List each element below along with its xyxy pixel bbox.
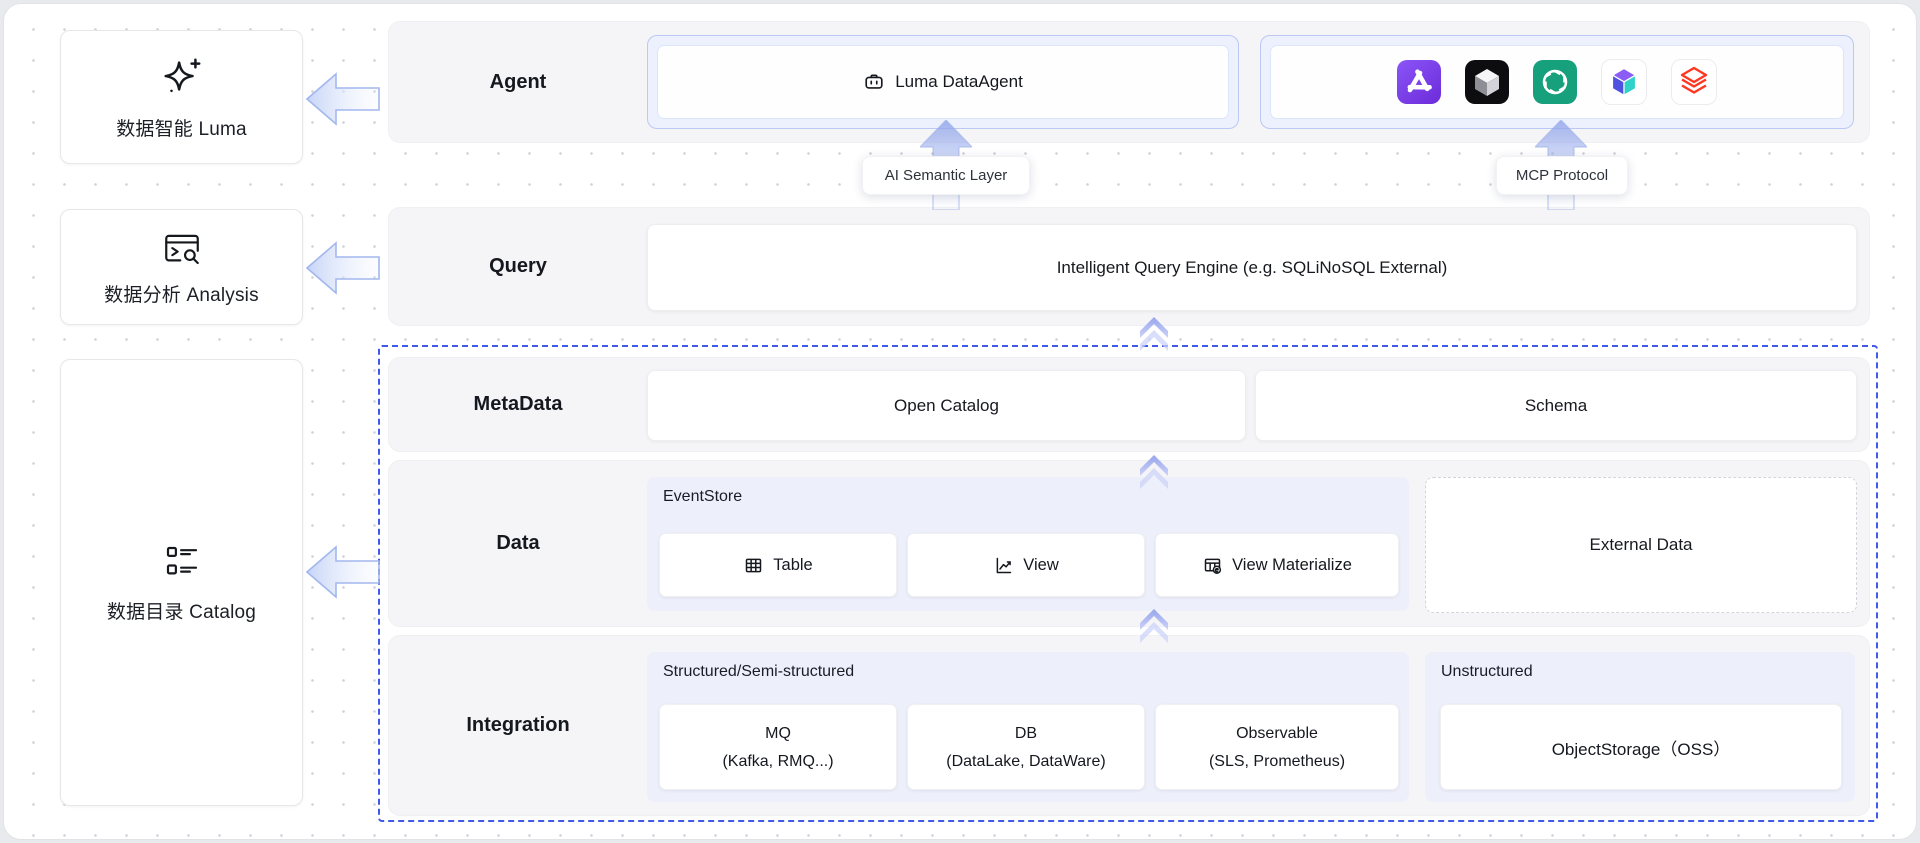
card-analysis-label: 数据分析 Analysis <box>104 284 259 306</box>
arrow-left-catalog <box>305 544 380 605</box>
purple-triad-logo <box>1397 60 1441 104</box>
luma-dataagent-box: Luma DataAgent <box>657 45 1229 119</box>
tooltip-ai-semantic-layer: AI Semantic Layer <box>862 156 1030 195</box>
view-node-label: View <box>1023 555 1059 574</box>
card-catalog: 数据目录 Catalog <box>60 359 303 806</box>
db-node-line2: (DataLake, DataWare) <box>946 752 1106 770</box>
agent-logos-panel <box>1260 35 1854 129</box>
observable-node-line2: (SLS, Prometheus) <box>1208 752 1346 770</box>
line-chart-icon <box>993 555 1014 576</box>
object-storage-label: ObjectStorage（OSS） <box>1551 739 1731 759</box>
card-catalog-label: 数据目录 Catalog <box>106 602 257 623</box>
tooltip-mcp-protocol: MCP Protocol <box>1496 156 1628 195</box>
schema-box: Schema <box>1255 370 1857 441</box>
diagram-canvas: 数据智能 Luma 数据分析 Analysis 数据目录 Catalog <box>3 3 1917 840</box>
view-materialize-node: View Materialize <box>1155 533 1399 597</box>
databricks-logo <box>1671 59 1717 105</box>
row-agent-label: Agent <box>489 70 547 93</box>
view-materialize-node-label: View Materialize <box>1232 555 1352 574</box>
db-node-line1: DB <box>1014 724 1038 742</box>
card-analysis: 数据分析 Analysis <box>60 209 303 325</box>
gradient-cube-logo <box>1601 59 1647 105</box>
row-metadata-label: MetaData <box>473 393 563 415</box>
query-engine-box: Intelligent Query Engine (e.g. SQLiNoSQL… <box>647 224 1857 311</box>
row-query-label: Query <box>489 255 547 277</box>
mq-node-line1: MQ <box>765 724 791 742</box>
schema-label: Schema <box>1524 395 1588 415</box>
arrow-left-agent <box>305 71 380 132</box>
unstructured-group-title: Unstructured <box>1441 663 1533 680</box>
row-metadata: MetaData Open Catalog Schema <box>388 357 1870 452</box>
observable-node: Observable (SLS, Prometheus) <box>1155 704 1399 790</box>
chevron-up-data-metadata <box>1139 454 1169 497</box>
observable-node-line1: Observable <box>1236 724 1318 742</box>
luma-dataagent-panel: Luma DataAgent <box>647 35 1239 129</box>
tooltip-ai-semantic-layer-text: AI Semantic Layer <box>884 167 1008 184</box>
row-agent: Agent Luma DataAgent <box>388 21 1870 143</box>
open-catalog-box: Open Catalog <box>647 370 1246 441</box>
db-node: DB (DataLake, DataWare) <box>907 704 1145 790</box>
mq-node-line2: (Kafka, RMQ...) <box>722 752 834 770</box>
chevron-up-integration-data <box>1139 608 1169 651</box>
sparkles-icon <box>159 54 205 100</box>
row-integration: Integration Structured/Semi-structured M… <box>388 635 1870 816</box>
eventstore-group: EventStore Table V <box>647 477 1409 611</box>
query-engine-label: Intelligent Query Engine (e.g. SQLiNoSQL… <box>1056 257 1448 277</box>
object-storage-node: ObjectStorage（OSS） <box>1440 704 1842 790</box>
open-catalog-label: Open Catalog <box>894 395 999 415</box>
catalog-list-icon <box>161 541 203 583</box>
tooltip-mcp-protocol-text: MCP Protocol <box>1515 167 1609 184</box>
luma-dataagent-label: Luma DataAgent <box>895 72 1023 91</box>
row-data: Data EventStore Table <box>388 460 1870 627</box>
black-cube-logo <box>1465 60 1509 104</box>
unstructured-group: Unstructured ObjectStorage（OSS） <box>1425 652 1855 802</box>
table-node: Table <box>659 533 897 597</box>
row-integration-label: Integration <box>466 714 570 736</box>
arrow-left-query <box>305 240 380 301</box>
card-luma-label: 数据智能 Luma <box>116 118 247 140</box>
openai-logo <box>1533 60 1577 104</box>
table-node-label: Table <box>773 555 813 574</box>
chevron-up-metadata-query <box>1139 316 1169 359</box>
structured-group: Structured/Semi-structured MQ (Kafka, RM… <box>647 652 1409 802</box>
robot-icon <box>863 71 885 93</box>
structured-group-title: Structured/Semi-structured <box>663 663 855 680</box>
mq-node: MQ (Kafka, RMQ...) <box>659 704 897 790</box>
eventstore-title: EventStore <box>663 488 743 505</box>
window-search-icon <box>161 228 203 270</box>
external-data-box: External Data <box>1425 477 1857 613</box>
materialized-table-icon <box>1202 555 1223 576</box>
external-data-label: External Data <box>1589 535 1693 554</box>
row-data-label: Data <box>496 532 540 554</box>
view-node: View <box>907 533 1145 597</box>
card-luma: 数据智能 Luma <box>60 30 303 164</box>
agent-logos-box <box>1270 45 1844 119</box>
row-query: Query Intelligent Query Engine (e.g. SQL… <box>388 207 1870 326</box>
table-grid-icon <box>743 555 764 576</box>
